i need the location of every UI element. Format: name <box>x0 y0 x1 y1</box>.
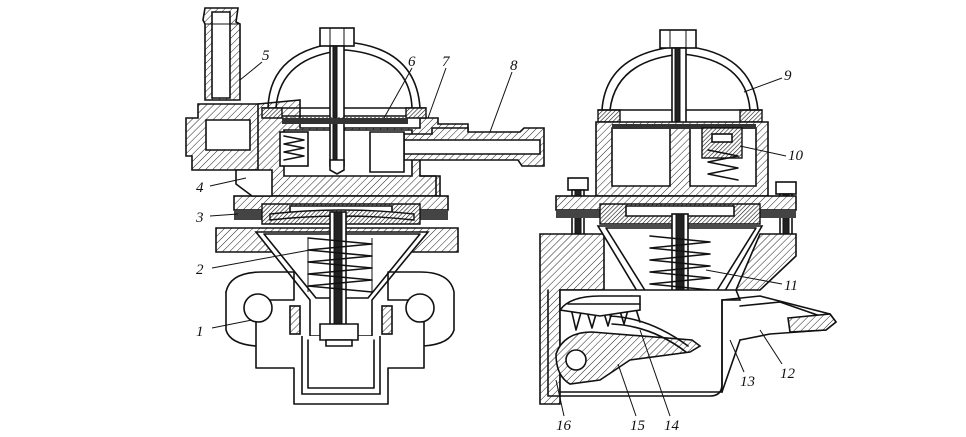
diaphragm-spring-left <box>307 237 373 293</box>
callout-13: 13 <box>740 374 755 390</box>
filter-band <box>282 118 408 124</box>
priming-lever <box>555 331 702 385</box>
callout-14: 14 <box>664 418 680 434</box>
callout-11: 11 <box>784 278 798 294</box>
inlet-passage-left <box>235 169 273 197</box>
callout-16: 16 <box>556 418 572 434</box>
callout-9: 9 <box>784 68 792 84</box>
left-cross-section <box>185 7 545 405</box>
lever-cup-left <box>301 336 381 395</box>
callout-15: 15 <box>630 418 646 434</box>
callout-12: 12 <box>780 366 796 382</box>
callout-5: 5 <box>262 48 270 64</box>
callout-4: 4 <box>196 180 204 196</box>
diaphragm-spring-right <box>649 235 711 297</box>
mount-hole-right <box>405 293 435 323</box>
callout-numbers: 1 2 3 4 5 6 7 8 9 10 11 12 13 14 15 16 <box>195 48 804 434</box>
lever-housing-left <box>225 271 455 405</box>
callout-6: 6 <box>408 54 416 70</box>
inlet-valve-left <box>279 131 309 167</box>
inlet-fitting <box>202 7 241 101</box>
callout-10: 10 <box>788 148 804 164</box>
callout-8: 8 <box>510 58 518 74</box>
callout-3: 3 <box>195 210 204 226</box>
outlet-pipe <box>403 127 545 167</box>
mount-hole-left <box>243 293 273 323</box>
callout-1: 1 <box>196 324 204 340</box>
cover-bolt-left <box>319 27 355 175</box>
callout-7: 7 <box>442 54 451 70</box>
callout-2: 2 <box>196 262 204 278</box>
valve-right <box>701 127 743 181</box>
leader-lines <box>209 61 787 417</box>
outlet-valve-chamber <box>369 131 405 173</box>
right-cross-section <box>539 29 838 405</box>
